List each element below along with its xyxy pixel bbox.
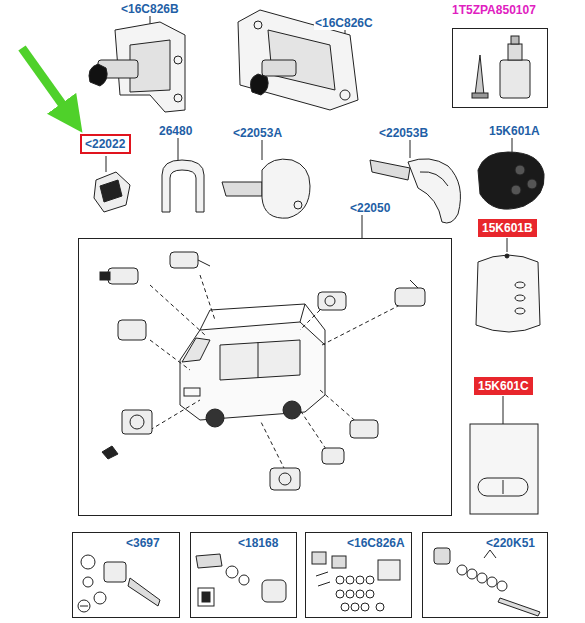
kit-box: <18168 (190, 532, 297, 618)
part-number: <22053A (232, 126, 283, 140)
key-part (222, 159, 310, 218)
grease-kit (472, 36, 530, 98)
part-number: <18168 (237, 536, 279, 550)
part-number: <3697 (125, 536, 161, 550)
leader-line (362, 214, 363, 238)
seal-part (162, 160, 204, 212)
part-number: <16C826C (314, 16, 374, 30)
repair-kit (78, 555, 160, 612)
lock-part (94, 172, 130, 212)
part-number: <22022 (85, 137, 126, 151)
pointer-arrow (22, 48, 72, 118)
part-number: <16C826B (120, 2, 180, 16)
remote-fob (476, 254, 540, 332)
kit-box: 1T5ZPA850107 (452, 28, 548, 108)
leader-line (262, 140, 263, 160)
part-number: <220K51 (485, 536, 536, 550)
remote-fob (478, 152, 544, 209)
part-number: <22050 (349, 201, 391, 215)
van-illustration (180, 304, 325, 427)
kit-box: <22050 (78, 238, 452, 516)
part-number: 15K601C (478, 379, 529, 393)
part-callout: <22022 (80, 134, 131, 154)
repair-kit (434, 548, 540, 616)
part-number: 1T5ZPA850107 (451, 3, 537, 17)
lock-cylinders (100, 252, 425, 490)
leader-line (512, 138, 513, 152)
kit-box: <220K51 (422, 532, 548, 618)
kit-box: <16C826A (305, 532, 412, 618)
latch-part (89, 22, 185, 112)
part-callout: 15K601C (474, 377, 533, 395)
leader-line (410, 140, 411, 158)
part-number: 26480 (158, 124, 193, 138)
part-number: <16C826A (346, 536, 406, 550)
leader-lines (150, 275, 400, 470)
repair-kit (196, 554, 286, 606)
key-card (470, 424, 538, 514)
part-number: <22053B (378, 126, 429, 140)
leader-line (178, 137, 179, 160)
leader-line (507, 238, 508, 252)
leader-line (503, 396, 504, 424)
part-callout: 15K601B (478, 219, 537, 237)
leader-line (106, 156, 107, 172)
kit-box: <3697 (72, 532, 180, 618)
part-number: 15K601A (488, 124, 541, 138)
part-number: 15K601B (482, 221, 533, 235)
repair-kit (312, 552, 400, 611)
